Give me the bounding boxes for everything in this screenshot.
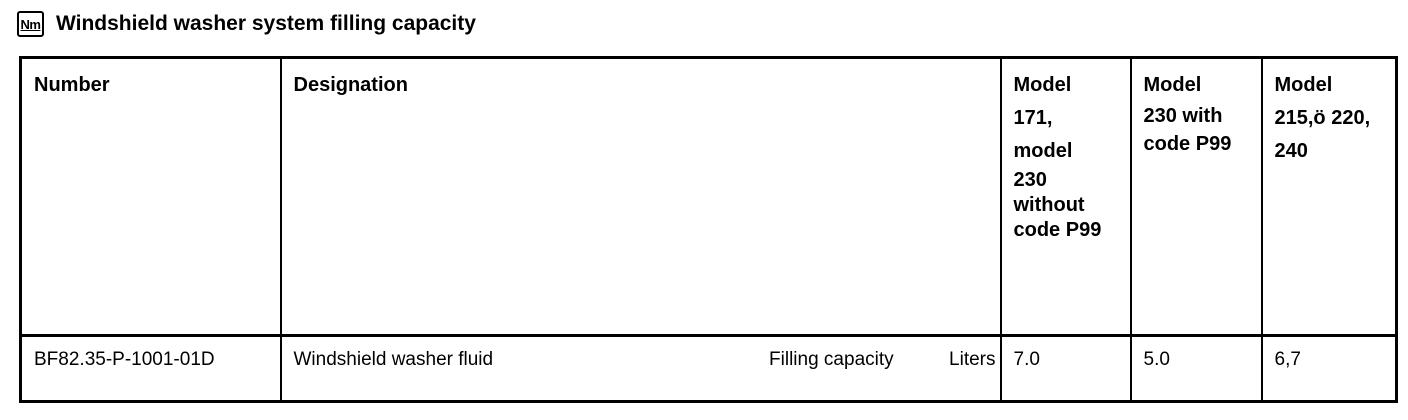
header-line: Model — [1013, 74, 1072, 96]
nm-icon-label: Nm — [20, 16, 41, 32]
column-header-designation: Designation — [279, 56, 1002, 337]
header-line: 230 — [1013, 169, 1047, 191]
column-header-model-230-with-p99: Model 230 with code P99 — [1129, 56, 1263, 337]
header-line: 171, — [1013, 107, 1053, 129]
unit-text: Liters — [949, 349, 996, 370]
title-bar: Nm Windshield washer system filling capa… — [17, 11, 476, 37]
column-header-number-label: Number — [34, 74, 110, 96]
column-header-model-215-220-240: Model 215,ö 220, 240 — [1260, 56, 1398, 337]
filling-capacity-table: Number Designation Model 171, model 230 … — [19, 56, 1398, 403]
nm-icon: Nm — [17, 11, 44, 37]
table-header-row: Number Designation Model 171, model 230 … — [19, 56, 1398, 337]
header-line: model — [1013, 140, 1073, 162]
header-line: Model — [1143, 74, 1202, 96]
header-line: 230 with — [1143, 105, 1223, 127]
header-line: code P99 — [1013, 219, 1102, 241]
header-line: 240 — [1274, 140, 1308, 162]
header-line: code P99 — [1143, 133, 1232, 155]
header-line: 215,ö 220, — [1274, 107, 1371, 129]
header-line: Model — [1274, 74, 1333, 96]
table-row: BF82.35-P-1001-01D Windshield washer flu… — [19, 334, 1398, 403]
designation-text: Windshield washer fluid — [293, 349, 494, 370]
cell-part-number: BF82.35-P-1001-01D — [19, 334, 282, 403]
cell-designation: Windshield washer fluid Filling capacity… — [279, 334, 1002, 403]
property-text: Filling capacity — [769, 349, 894, 370]
cell-value-model-230-with-p99: 5.0 — [1129, 334, 1263, 403]
column-header-model-171-230-without-p99: Model 171, model 230 without code P99 — [999, 56, 1132, 337]
column-header-number: Number — [19, 56, 282, 337]
header-line: without — [1013, 194, 1085, 216]
page-title: Windshield washer system filling capacit… — [56, 12, 476, 35]
cell-value-model-215-220-240: 6,7 — [1260, 334, 1398, 403]
cell-value-model-171-230-without-p99: 7.0 — [999, 334, 1132, 403]
column-header-designation-label: Designation — [293, 74, 408, 96]
